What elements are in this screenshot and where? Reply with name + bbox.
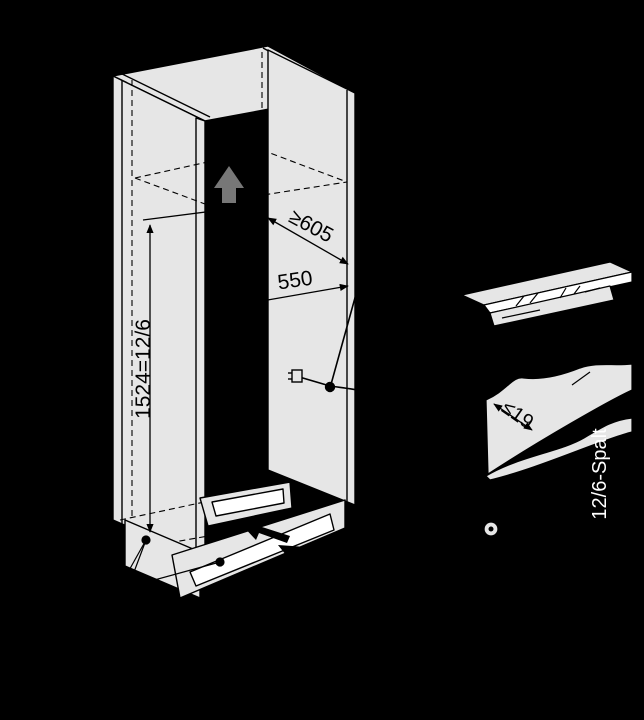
vent-grille-upper xyxy=(211,488,285,517)
fixing-points xyxy=(117,535,225,591)
height-dimension xyxy=(142,203,269,533)
gap-caption: 12/6-Spalt xyxy=(589,428,611,520)
rail-detail xyxy=(461,261,633,327)
height-dimension-label: 1524=12/6 xyxy=(132,319,155,419)
air-intake-arrow-1 xyxy=(240,520,290,543)
plug-icon xyxy=(288,369,336,393)
socket-icon xyxy=(483,521,499,537)
cabinet-right-panel xyxy=(267,49,356,506)
cabinet-niche xyxy=(112,45,356,561)
width-dimension xyxy=(209,283,349,313)
gap-detail xyxy=(485,363,633,481)
air-intake-arrow-2 xyxy=(278,545,328,574)
depth-dimension xyxy=(267,217,349,265)
width-dimension-label: 550 xyxy=(276,267,314,295)
vent-grille-lower xyxy=(189,513,335,587)
air-outlet-arrow xyxy=(214,166,244,203)
cabinet-left-panel xyxy=(112,75,206,561)
